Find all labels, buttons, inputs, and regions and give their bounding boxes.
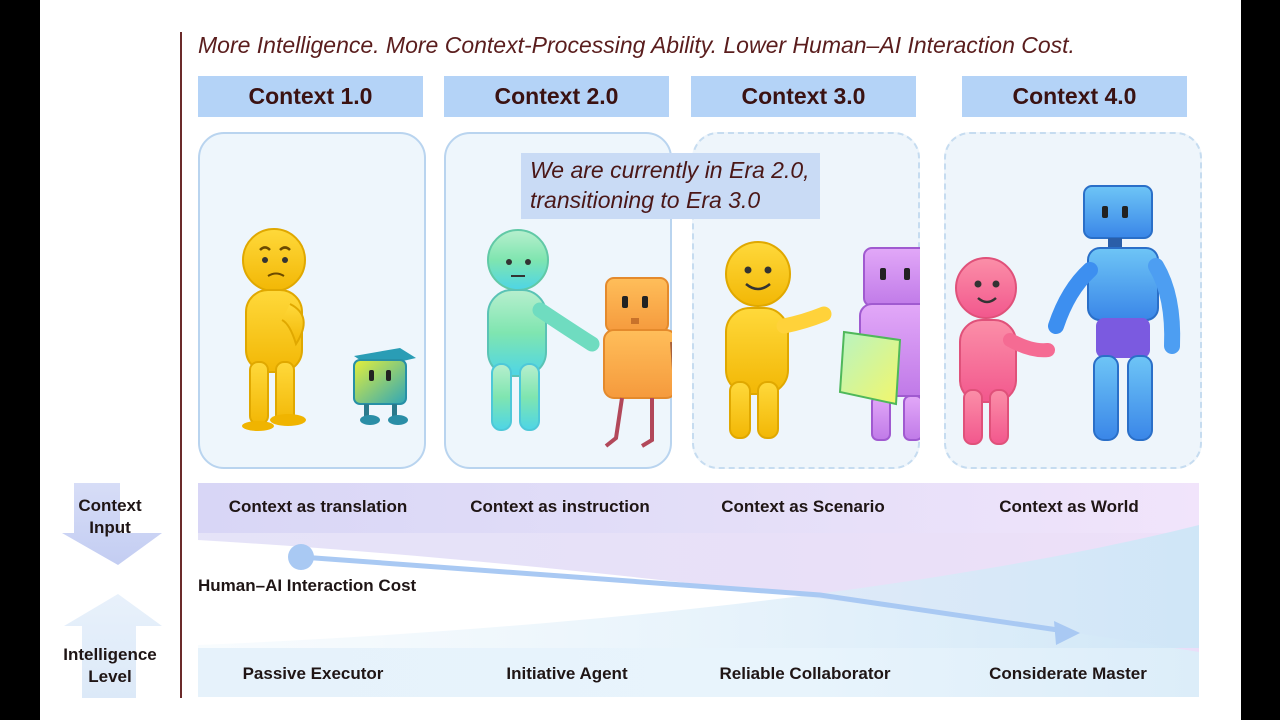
context-input-label-3: Context as Scenario: [721, 497, 885, 516]
intelligence-level-band: [198, 648, 1199, 697]
interaction-cost-label: Human–AI Interaction Cost: [198, 576, 417, 595]
context-input-side-label-line-1: Context: [78, 496, 142, 515]
context-input-label-2: Context as instruction: [470, 497, 650, 516]
intelligence-level-side-label: Intelligence Level: [55, 644, 165, 688]
small-cube-robot-figure: [353, 348, 416, 425]
context-input-label-4: Context as World: [999, 497, 1139, 516]
intelligence-level-side-label-line-1: Intelligence: [63, 645, 157, 664]
era-panel-1: [198, 132, 426, 469]
guiding-human-figure: [487, 229, 600, 431]
context-evolution-diagram: More Intelligence. More Context-Processi…: [40, 0, 1241, 720]
intelligence-level-side-label-line-2: Level: [88, 667, 132, 686]
intelligence-level-label-2: Initiative Agent: [506, 664, 628, 683]
divider-line: [180, 32, 182, 698]
era-4-illustration: [955, 185, 1181, 445]
current-era-note-line-1: We are currently in Era 2.0,: [530, 157, 810, 183]
intelligence-level-label-3: Reliable Collaborator: [719, 664, 891, 683]
era-1-illustration: [242, 228, 416, 431]
confused-human-figure: [242, 228, 306, 431]
context-input-label-1: Context as translation: [228, 497, 408, 516]
era-header-3: Context 3.0: [691, 76, 916, 117]
era-header-4: Context 4.0: [962, 76, 1187, 117]
current-era-note-line-2: transitioning to Era 3.0: [530, 187, 761, 213]
collaborating-human-figure: [725, 241, 832, 439]
era-2-illustration: [487, 229, 672, 448]
headline: More Intelligence. More Context-Processi…: [198, 32, 1075, 58]
handshaking-human-figure: [955, 257, 1055, 445]
humanoid-robot-figure: [1048, 185, 1181, 441]
purple-robot-figure: [838, 247, 920, 441]
era-header-2: Context 2.0: [444, 76, 669, 117]
context-input-side-label-line-2: Input: [89, 518, 131, 537]
current-era-note: We are currently in Era 2.0, transitioni…: [521, 153, 820, 219]
era-3-illustration: [725, 241, 920, 441]
context-input-band: [198, 483, 1199, 533]
era-header-1: Context 1.0: [198, 76, 423, 117]
intelligence-level-label-1: Passive Executor: [242, 664, 384, 683]
context-input-side-label: Context Input: [55, 495, 165, 539]
orange-robot-figure: [603, 277, 672, 448]
intelligence-level-label-4: Considerate Master: [989, 664, 1147, 683]
